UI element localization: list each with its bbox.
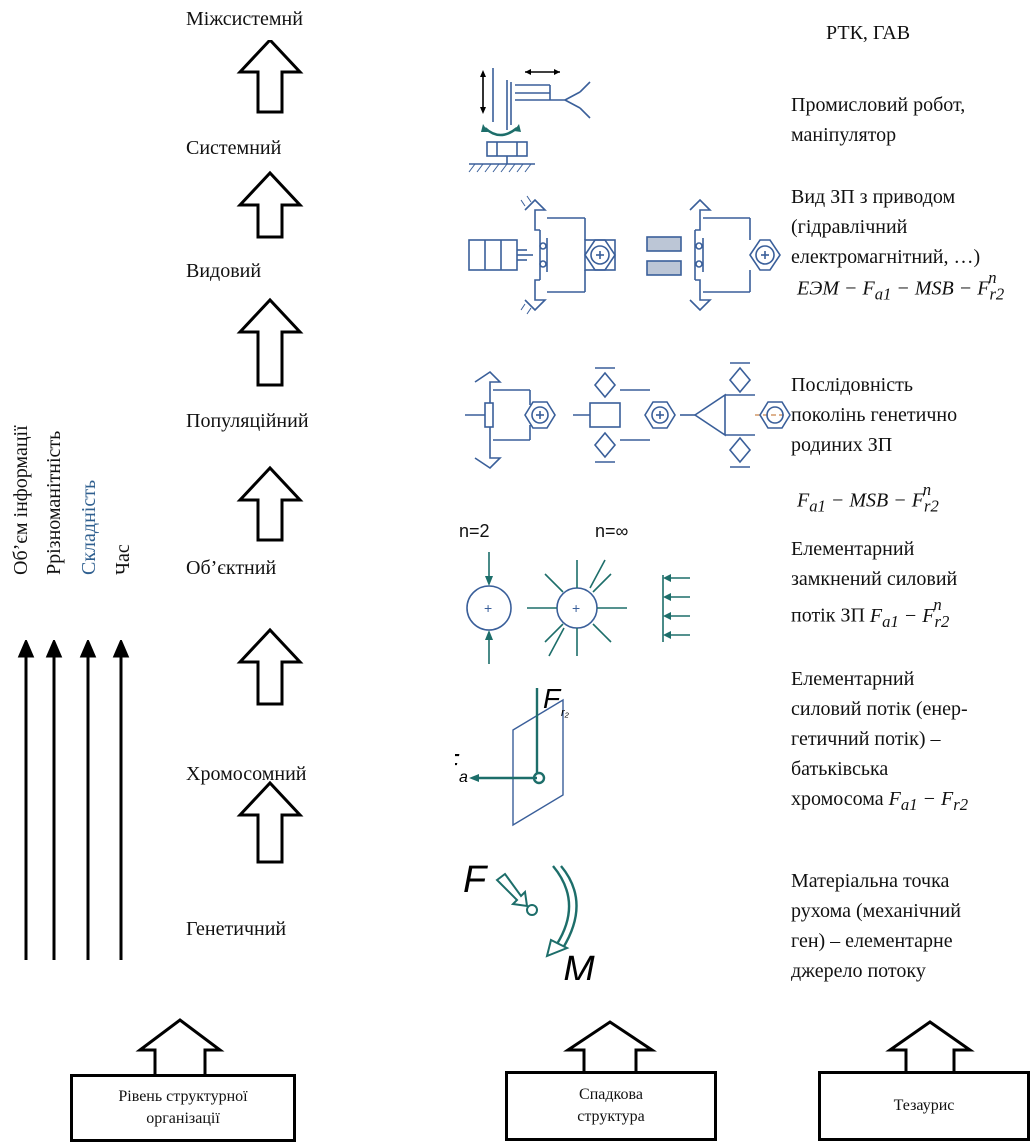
closed-desc-line: потік ЗП Fa1 − Fr2n <box>791 595 950 631</box>
label-n2: n=2 <box>459 521 490 541</box>
svg-text:+: + <box>572 600 580 616</box>
sequence-desc-line: Послідовність <box>791 374 913 396</box>
material-point-diagram: F M <box>463 859 595 980</box>
hollow-up-arrow <box>236 40 304 114</box>
axis-time-label: Час <box>112 544 134 575</box>
hollow-up-arrow <box>236 780 304 864</box>
box-line: Спадкова <box>579 1086 643 1103</box>
drive-formula: ЕЭМ − Fa1 − MSB − Fr2n <box>797 268 1005 304</box>
thesaurus-top-label: РТК, ГАВ <box>826 22 911 44</box>
level-system: Системний <box>186 137 282 159</box>
flow-desc-line: гетичний потік) – <box>791 728 941 750</box>
box-line: Рівень структурної <box>118 1088 248 1105</box>
hollow-up-arrow <box>563 1020 657 1080</box>
svg-text:+: + <box>484 600 492 616</box>
label-ninf: n=∞ <box>595 521 629 541</box>
drive-desc-line: (гідравлічний <box>791 216 908 238</box>
closed-desc-line: Елементарний <box>791 538 915 560</box>
box-line: структура <box>577 1108 645 1125</box>
flow-desc-line: Елементарний <box>791 668 915 690</box>
box-line: Тезаурис <box>893 1097 955 1114</box>
flow-desc-line: силовий потік (енер- <box>791 698 968 720</box>
sequence-description: Послідовність поколінь генетично родиних… <box>791 370 957 460</box>
label-fa-sub: a <box>459 769 468 786</box>
label-fr-sub: r₂ <box>561 707 570 719</box>
axis-diversity-label: Ррізноманітність <box>43 430 65 575</box>
flow-desc-line: батьківська <box>791 758 889 780</box>
robot-desc-line: маніпулятор <box>791 124 897 146</box>
material-desc-line: ген) – елементарне <box>791 930 953 952</box>
sequence-formula: Fa1 − MSB − Fr2n <box>797 480 939 516</box>
bottom-arrows <box>135 1018 975 1080</box>
robot-description: Промисловий робот, маніпулятор <box>791 90 965 150</box>
growth-arrows <box>17 640 130 960</box>
closed-desc-line: замкнений силовий <box>791 568 958 590</box>
force-flow-description: Елементарний силовий потік (енер- гетичн… <box>791 664 968 820</box>
sequence-desc-line: родиних ЗП <box>791 434 893 456</box>
hollow-up-arrow <box>885 1020 975 1080</box>
level-species: Видовий <box>186 260 262 282</box>
label-fr: F <box>543 683 562 714</box>
hollow-up-arrow <box>236 465 304 542</box>
thesaurus-box: Тезаурис <box>818 1071 1030 1141</box>
axis-info-label: Об’єм інформації <box>10 425 32 575</box>
level-genetic: Генетичний <box>186 918 287 940</box>
heredity-structure-box: Спадкова структура <box>505 1071 717 1141</box>
robot-desc-line: Промисловий робот, <box>791 94 966 116</box>
level-chromosome: Хромосомний <box>186 763 307 785</box>
material-desc-line: джерело потоку <box>791 960 926 982</box>
drive-diagram-hydraulic <box>468 195 616 315</box>
force-flow-diagram: F r₂ F a <box>455 683 570 827</box>
level-organization-box: Рівень структурної організації <box>70 1074 296 1142</box>
material-desc-line: рухома (механічний <box>791 900 961 922</box>
hollow-up-arrow <box>236 170 304 239</box>
hollow-up-arrow <box>135 1018 225 1080</box>
closed-flux-description: Елементарний замкнений силовий потік ЗП … <box>791 534 958 637</box>
material-desc-line: Матеріальна точка <box>791 870 950 892</box>
robot-manipulator-diagram <box>468 68 591 173</box>
label-m: M <box>563 949 595 980</box>
level-intersystem: Міжсистемнй <box>186 8 303 30</box>
level-object: Об’єктний <box>186 557 277 579</box>
heredity-diagrams: n=2 n=∞ + + F r₂ <box>455 68 791 980</box>
drive-diagram-electromagnetic <box>646 198 781 312</box>
flow-desc-line: хромосома Fa1 − Fr2 <box>791 788 969 814</box>
drive-description: Вид ЗП з приводом (гідравлічний електром… <box>791 182 980 272</box>
sequence-desc-line: поколінь генетично <box>791 404 958 426</box>
label-fa: F <box>455 748 460 779</box>
hollow-up-arrow <box>236 627 304 706</box>
level-population: Популяційний <box>186 410 309 432</box>
drive-desc-line: Вид ЗП з приводом <box>791 186 956 208</box>
hollow-up-arrow <box>236 297 304 387</box>
box-line: організації <box>146 1110 220 1127</box>
label-f: F <box>463 859 488 901</box>
closed-flux-diagram: + + <box>466 552 690 664</box>
generation-sequence-diagram <box>465 362 791 470</box>
material-point-description: Матеріальна точка рухома (механічний ген… <box>791 866 961 986</box>
level-arrows <box>236 40 304 864</box>
drive-desc-line: електромагнітний, …) <box>791 246 981 268</box>
axis-complexity-label: Складність <box>78 479 100 575</box>
